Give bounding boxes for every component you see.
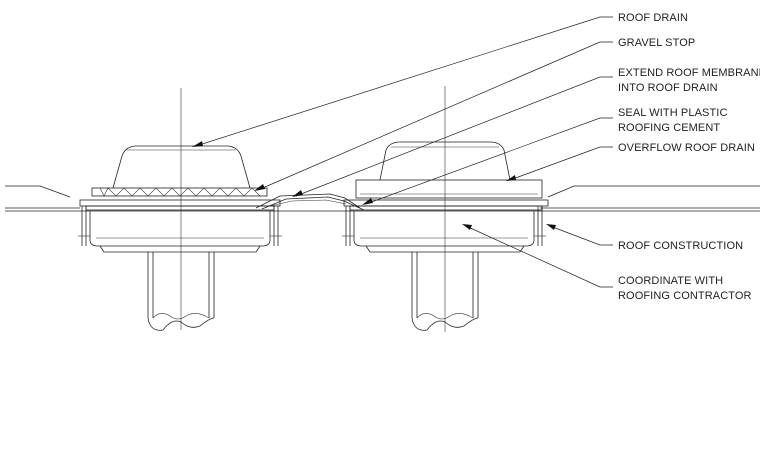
label-coordinate-line2: ROOFING CONTRACTOR — [618, 290, 752, 302]
roof-membrane — [255, 193, 365, 211]
leader-gravel-stop — [257, 41, 613, 191]
arrow-roof-construction — [546, 224, 556, 230]
leader-roof-drain — [195, 16, 613, 147]
roof-drain-left — [78, 145, 282, 331]
callout-labels: ROOF DRAIN GRAVEL STOP EXTEND ROOF MEMBR… — [618, 12, 760, 302]
label-coordinate-line1: COORDINATE WITH — [618, 275, 723, 287]
arrow-extend-membrane — [292, 190, 303, 197]
label-extend-membrane-line2: INTO ROOF DRAIN — [618, 82, 718, 94]
overflow-roof-drain-right — [342, 141, 549, 331]
leader-lines — [192, 16, 613, 288]
roof-deck-lines — [5, 185, 760, 212]
label-roof-construction: ROOF CONSTRUCTION — [618, 240, 743, 252]
label-seal-line2: ROOFING CEMENT — [618, 122, 720, 134]
leader-roof-construction — [549, 225, 613, 246]
arrow-gravel-stop — [254, 184, 265, 191]
label-roof-drain: ROOF DRAIN — [618, 12, 688, 24]
arrow-seal-cement — [362, 198, 373, 205]
label-extend-membrane-line1: EXTEND ROOF MEMBRANE — [618, 67, 760, 79]
drain-centerlines — [180, 86, 446, 332]
arrow-overflow-drain — [506, 175, 516, 181]
label-overflow-drain: OVERFLOW ROOF DRAIN — [618, 142, 755, 154]
arrow-coordinate — [462, 224, 472, 230]
leader-overflow-drain — [509, 146, 613, 181]
leader-extend-membrane — [295, 76, 613, 197]
leader-coordinate — [465, 225, 613, 288]
leader-seal-cement — [365, 117, 613, 205]
label-gravel-stop: GRAVEL STOP — [618, 37, 695, 49]
label-seal-line1: SEAL WITH PLASTIC — [618, 107, 727, 119]
arrow-roof-drain — [192, 141, 203, 147]
